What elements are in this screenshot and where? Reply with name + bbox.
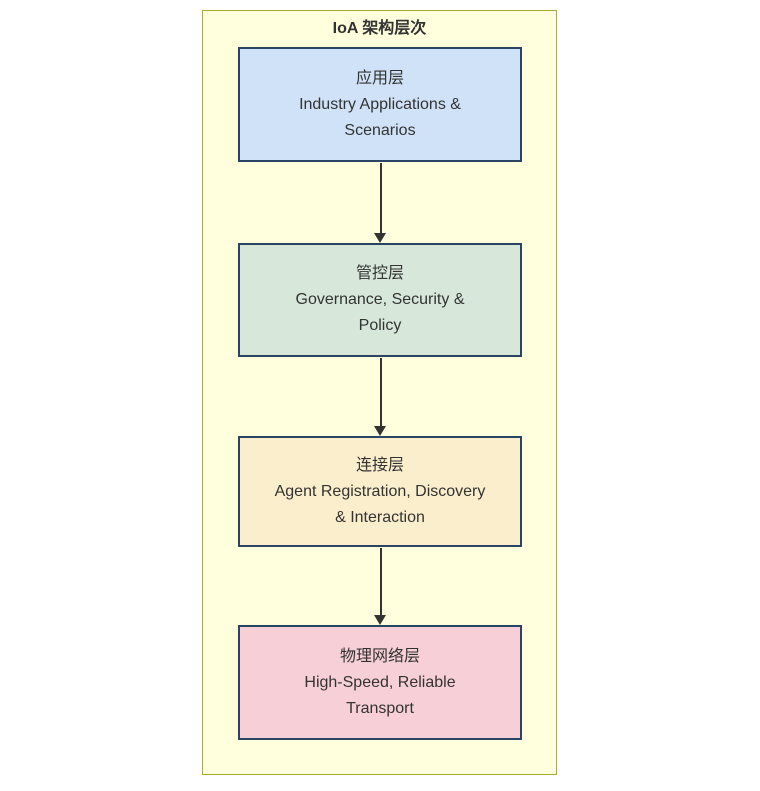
node-description: Agent Registration, Discovery & Interact…	[274, 482, 486, 526]
node-connection-layer: 连接层 Agent Registration, Discovery & Inte…	[238, 436, 522, 547]
node-description: Industry Applications & Scenarios	[299, 95, 461, 139]
node-label-cn: 物理网络层	[339, 647, 420, 665]
node-application-layer: 应用层 Industry Applications & Scenarios	[238, 47, 522, 162]
diagram-title: IoA 架构层次	[332, 20, 427, 37]
arrow-line	[380, 163, 382, 234]
node-label-cn: 管控层	[355, 265, 404, 282]
arrow-head-icon	[374, 615, 386, 625]
arrow-line	[380, 548, 382, 616]
node-label-cn: 连接层	[355, 456, 404, 474]
flow-arrow-3	[374, 548, 387, 625]
flow-arrow-2	[374, 358, 387, 436]
arrow-head-icon	[374, 426, 386, 436]
node-governance-layer: 管控层 Governance, Security & Policy	[238, 243, 522, 357]
node-description: Governance, Security & Policy	[295, 291, 465, 334]
node-label-cn: 应用层	[355, 69, 404, 87]
flow-arrow-1	[374, 163, 387, 243]
node-description: High-Speed, Reliable Transport	[304, 673, 456, 717]
arrow-line	[380, 358, 382, 427]
node-physical-network-layer: 物理网络层 High-Speed, Reliable Transport	[238, 625, 522, 740]
arrow-head-icon	[374, 233, 386, 243]
